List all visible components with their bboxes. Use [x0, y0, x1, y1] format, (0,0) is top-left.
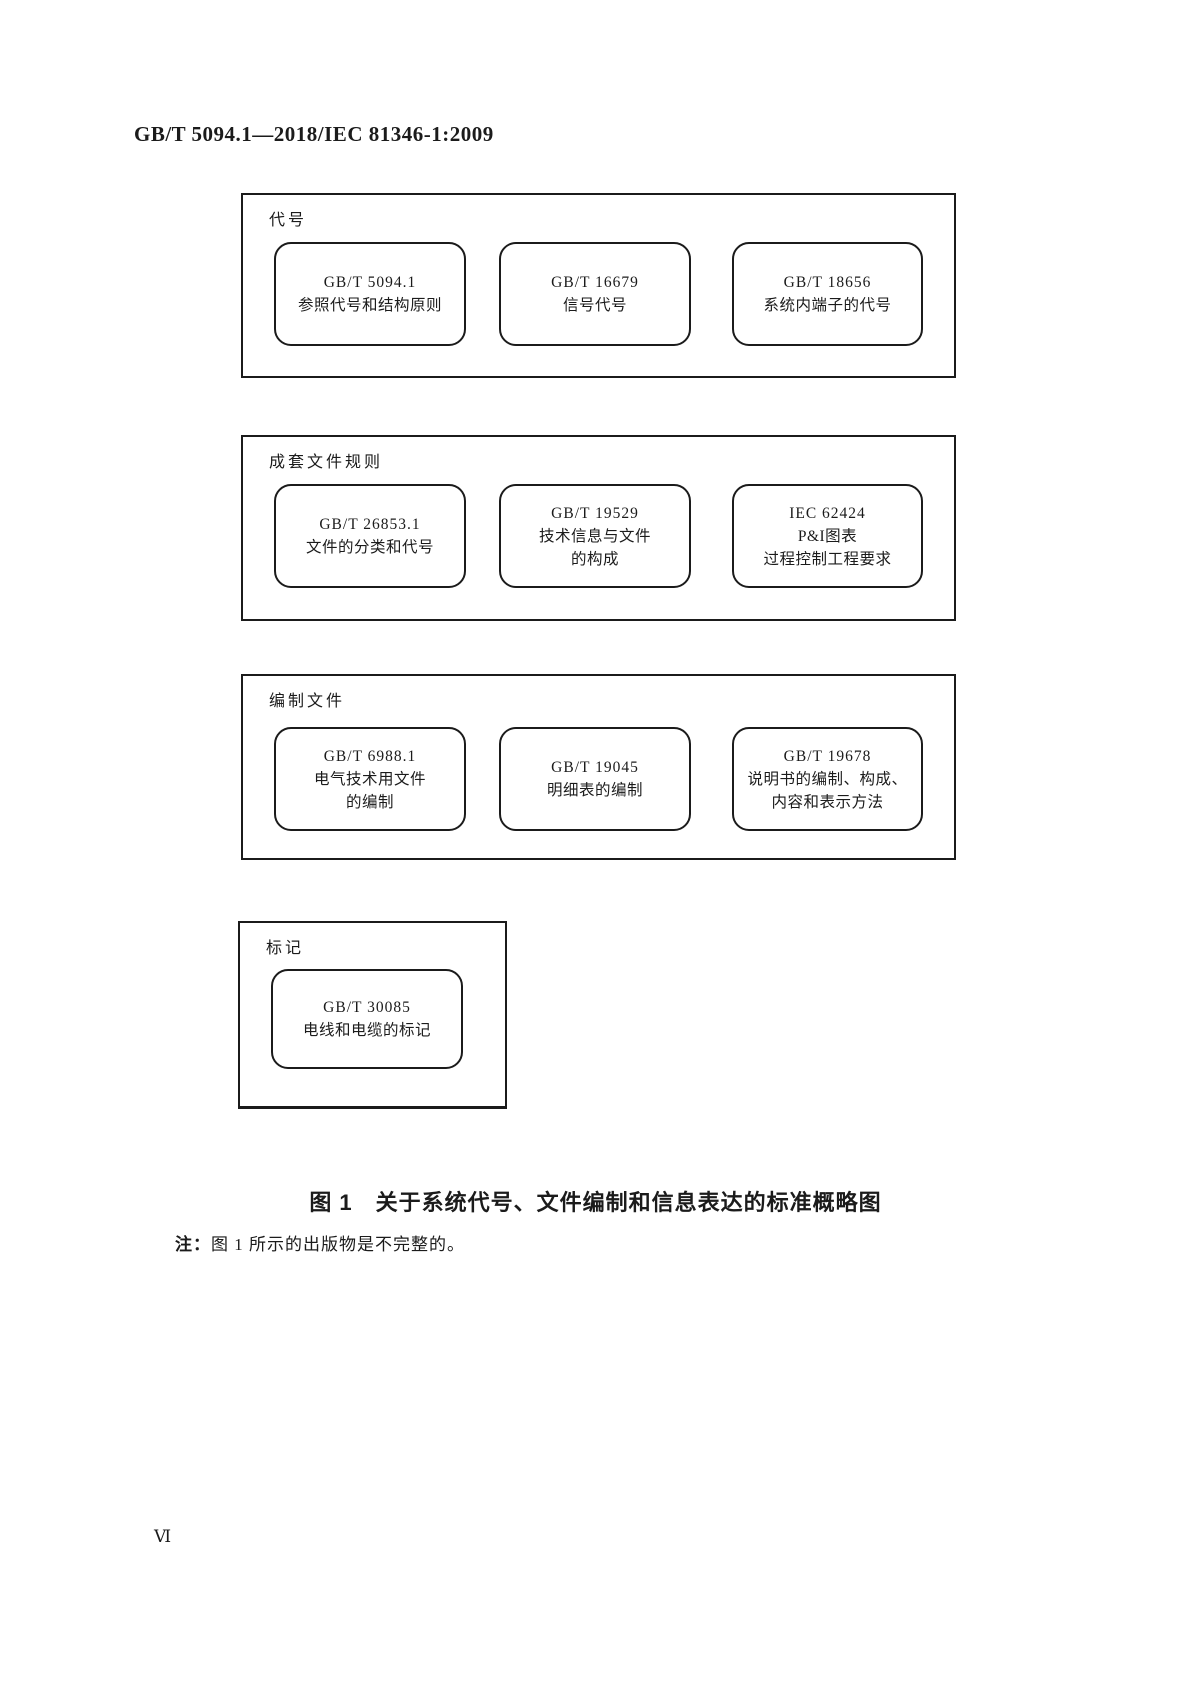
standard-title-line: 文件的分类和代号: [305, 539, 434, 556]
standard-node: GB/T 5094.1 参照代号和结构原则: [274, 242, 466, 346]
standard-code: GB/T 16679: [551, 274, 639, 291]
standard-title-line: 的编制: [345, 793, 394, 811]
standard-title-line: 电线和电缆的标记: [302, 1022, 431, 1039]
standard-node: IEC 62424 P&I图表 过程控制工程要求: [732, 484, 923, 588]
standard-title-line: P&I图表: [797, 527, 858, 545]
figure-caption: 图 1 关于系统代号、文件编制和信息表达的标准概略图: [309, 1190, 882, 1215]
standard-title-line: 系统内端子的代号: [763, 297, 892, 314]
standard-code: GB/T 19045: [551, 759, 639, 776]
group-label: 标记: [266, 940, 305, 957]
standard-node: GB/T 19045 明细表的编制: [499, 727, 691, 831]
standard-code: GB/T 26853.1: [319, 516, 421, 533]
standard-code: GB/T 19529: [551, 504, 639, 522]
standard-title-line: 说明书的编制、构成、: [747, 770, 908, 788]
standard-title-line: 内容和表示方法: [771, 793, 884, 811]
standard-node: GB/T 26853.1 文件的分类和代号: [274, 484, 466, 588]
standard-code: GB/T 6988.1: [323, 747, 417, 765]
note-text: 图 1 所示的出版物是不完整的。: [211, 1235, 465, 1254]
page-number: Ⅵ: [154, 1527, 172, 1546]
group-box-documentation-rules: 成套文件规则 GB/T 26853.1 文件的分类和代号 GB/T 19529 …: [241, 435, 956, 621]
standard-node: GB/T 30085 电线和电缆的标记: [271, 969, 463, 1069]
group-box-markings: 标记 GB/T 30085 电线和电缆的标记: [238, 921, 507, 1109]
group-box-prepared-documents: 编制文件 GB/T 6988.1 电气技术用文件 的编制 GB/T 19045 …: [241, 674, 956, 860]
standard-title-line: 过程控制工程要求: [763, 550, 892, 568]
standard-node: GB/T 18656 系统内端子的代号: [732, 242, 923, 346]
standard-number-header: GB/T 5094.1—2018/IEC 81346-1:2009: [134, 122, 494, 146]
group-box-designations: 代号 GB/T 5094.1 参照代号和结构原则 GB/T 16679 信号代号…: [241, 193, 956, 378]
standard-node: GB/T 19678 说明书的编制、构成、 内容和表示方法: [732, 727, 923, 831]
note-label: 注：: [175, 1235, 211, 1254]
standard-code: IEC 62424: [789, 504, 866, 522]
standard-title-line: 参照代号和结构原则: [297, 297, 442, 314]
standard-title-line: 技术信息与文件: [538, 527, 651, 545]
standard-code: GB/T 5094.1: [323, 274, 417, 291]
standard-title-line: 电气技术用文件: [313, 770, 426, 788]
group-label: 代号: [269, 212, 308, 229]
figure-note: 注：图 1 所示的出版物是不完整的。: [175, 1230, 465, 1255]
standard-code: GB/T 30085: [323, 999, 411, 1016]
standard-node: GB/T 19529 技术信息与文件 的构成: [499, 484, 691, 588]
group-label: 成套文件规则: [269, 454, 384, 471]
standard-code: GB/T 19678: [783, 747, 872, 765]
group-label: 编制文件: [269, 693, 346, 710]
standard-title-line: 信号代号: [562, 297, 627, 314]
standard-title-line: 的构成: [570, 550, 619, 568]
standard-node: GB/T 6988.1 电气技术用文件 的编制: [274, 727, 466, 831]
standard-code: GB/T 18656: [783, 274, 872, 291]
standard-title-line: 明细表的编制: [546, 782, 643, 799]
standard-node: GB/T 16679 信号代号: [499, 242, 691, 346]
